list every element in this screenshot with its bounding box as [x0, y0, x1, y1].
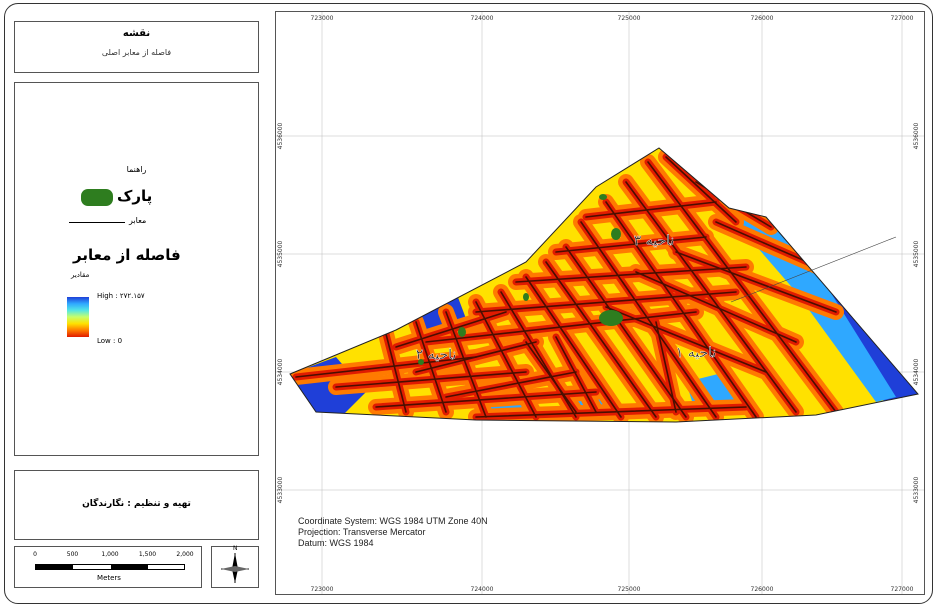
- legend-box: راهنما پارک معابر فاصله از معابر مقادیر …: [14, 82, 259, 456]
- road-line: [675, 251, 837, 313]
- map-gridlines: [276, 12, 924, 594]
- road-line: [475, 291, 737, 313]
- road-line: [445, 371, 577, 398]
- distance-raster: [290, 148, 918, 422]
- distance-title: فاصله از معابر: [73, 246, 181, 264]
- road-line: [647, 161, 837, 413]
- park-polygon: [523, 293, 529, 301]
- coordinate-tick-labels: 723000 723000 724000 724000 725000 725000 7260…: [277, 15, 920, 593]
- road-line: [625, 181, 797, 413]
- ramp-high-label: High : ۲۷۲.۱۵۷: [97, 292, 145, 300]
- coord-system-text: Coordinate System: WGS 1984 UTM Zone 40N: [298, 516, 488, 526]
- north-label: N: [233, 545, 238, 552]
- values-label: مقادیر: [71, 271, 90, 279]
- right-tick-label: 4533000: [913, 476, 920, 503]
- park-label: پارک: [117, 187, 153, 205]
- road-line: [335, 371, 527, 388]
- district-boundary: [730, 236, 897, 303]
- road-line: [375, 391, 597, 408]
- scale-bar-box: 0 500 1,000 1,500 2,000 Meters: [14, 546, 202, 588]
- road-line: [500, 291, 577, 418]
- bottom-tick-label: 727000: [891, 586, 914, 593]
- road-line: [555, 236, 707, 253]
- roads-label: معابر: [129, 216, 147, 225]
- park-polygon: [418, 359, 424, 365]
- right-tick-label: 4536000: [913, 122, 920, 149]
- scale-tick-labels: 0 500 1,000 1,500 2,000: [25, 551, 195, 561]
- road-line: [635, 271, 797, 343]
- right-tick-label: 4534000: [913, 358, 920, 385]
- park-swatch: [81, 189, 113, 206]
- map-canvas: ناحیه ۳ ناحیه ۲ ناحیه ۱ 723000 723000 7240…: [276, 12, 924, 594]
- layout-border: [4, 3, 933, 604]
- top-tick-label: 727000: [891, 15, 914, 22]
- road-line: [415, 341, 537, 373]
- road-line: [605, 201, 757, 418]
- road-line: [525, 341, 577, 413]
- scale-tick: 0: [33, 551, 37, 558]
- scale-unit: Meters: [97, 574, 121, 582]
- top-tick-label: 726000: [751, 15, 774, 22]
- north-arrow-icon: [221, 553, 249, 583]
- top-tick-label: 725000: [618, 15, 641, 22]
- map-title: نقشه: [122, 28, 151, 39]
- road-line: [565, 246, 687, 418]
- road-line: [545, 261, 657, 418]
- city-boundary: [289, 147, 919, 423]
- scale-tick: 500: [66, 551, 79, 558]
- scale-tick: 1,500: [138, 551, 157, 558]
- left-tick-label: 4534000: [277, 358, 284, 385]
- park-polygon: [458, 327, 466, 337]
- road-line: [665, 156, 737, 223]
- top-tick-label: 723000: [311, 15, 334, 22]
- road-line: [555, 336, 597, 413]
- road-line: [425, 311, 697, 343]
- zone-label-2: ناحیه ۲: [416, 347, 457, 363]
- right-tick-label: 4535000: [913, 240, 920, 267]
- road-line: [475, 301, 537, 418]
- bottom-tick-label: 726000: [751, 586, 774, 593]
- park-polygon: [599, 310, 623, 326]
- map-frame: ناحیه ۳ ناحیه ۲ ناحیه ۱ 723000 723000 7240…: [275, 11, 925, 595]
- north-arrow-box: N: [211, 545, 259, 588]
- road-line: [395, 311, 507, 348]
- zone-label-3: ناحیه ۳: [634, 233, 675, 249]
- color-ramp: [67, 297, 89, 337]
- road-line: [515, 266, 747, 283]
- left-tick-label: 4535000: [277, 240, 284, 267]
- park-polygon: [599, 194, 607, 200]
- prepared-by: تهیه و تنظیم : نگارندگان: [82, 499, 191, 509]
- road-swatch: [69, 222, 125, 223]
- scale-tick: 1,000: [101, 551, 119, 558]
- road-line: [295, 356, 477, 378]
- park-polygon: [611, 228, 621, 240]
- credits-box: تهیه و تنظیم : نگارندگان: [14, 470, 259, 540]
- road-line: [655, 321, 677, 413]
- left-tick-label: 4536000: [277, 122, 284, 149]
- bottom-tick-label: 723000: [311, 586, 334, 593]
- road-line: [475, 406, 747, 418]
- road-line: [585, 201, 717, 218]
- bottom-tick-label: 725000: [618, 586, 641, 593]
- road-line: [525, 276, 622, 418]
- left-tick-label: 4533000: [277, 476, 284, 503]
- ramp-low-label: Low : 0: [97, 337, 123, 345]
- map-subtitle: فاصله از معابر اصلی: [101, 48, 172, 57]
- road-line: [415, 321, 447, 413]
- projection-text: Projection: Transverse Mercator: [298, 527, 426, 537]
- parks: [418, 194, 623, 365]
- legend-heading: راهنما: [126, 165, 147, 174]
- top-tick-label: 724000: [471, 15, 494, 22]
- scale-bar: [35, 564, 185, 570]
- datum-text: Datum: WGS 1984: [298, 538, 374, 548]
- title-box: نقشه فاصله از معابر اصلی: [14, 21, 259, 73]
- road-line: [605, 306, 767, 373]
- scale-tick: 2,000: [176, 551, 194, 558]
- road-line: [385, 333, 407, 413]
- road-line: [580, 221, 717, 418]
- bottom-tick-label: 724000: [471, 586, 494, 593]
- zone-label-1: ناحیه ۱: [676, 345, 717, 361]
